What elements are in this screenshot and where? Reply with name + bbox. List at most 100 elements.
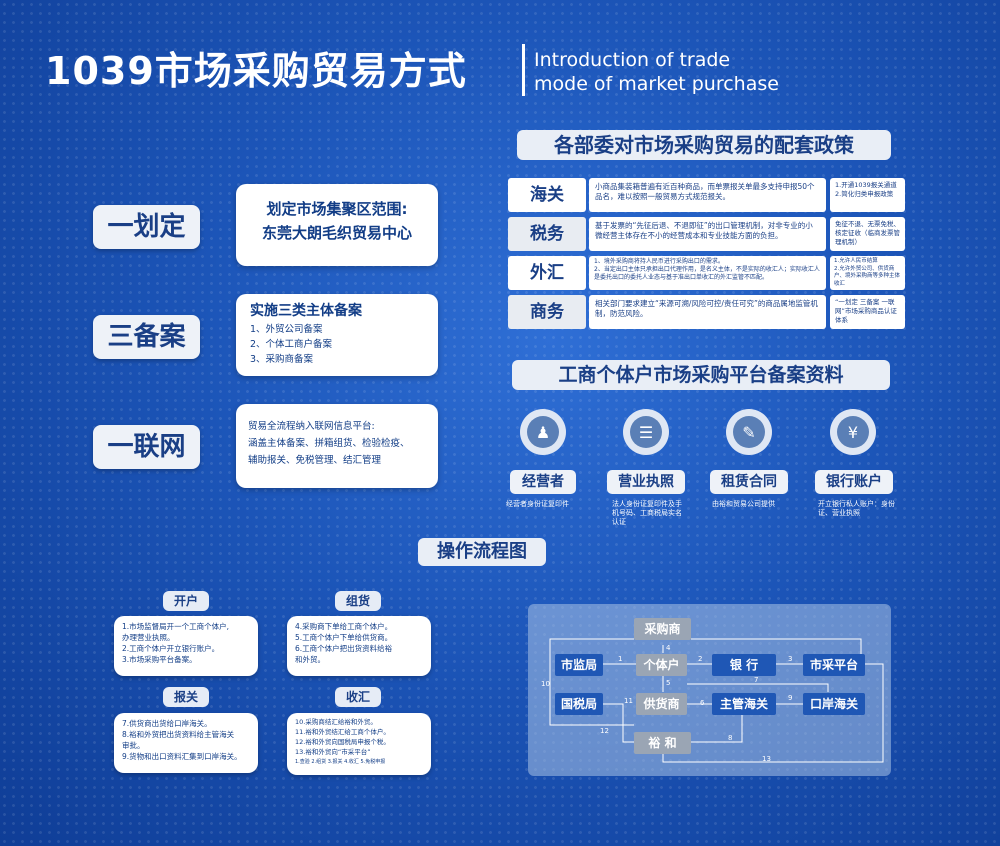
platform-item-operator: ♟ — [520, 409, 566, 455]
flow-step-collect-label: 收汇 — [335, 687, 381, 707]
network-line-1: 贸易全流程纳入联网信息平台: — [248, 421, 375, 432]
page-title: 1039市场采购贸易方式 — [45, 49, 467, 93]
flow-open-line-4: 3.市场采购平台备案。 — [122, 655, 197, 664]
connector-8 — [691, 715, 743, 743]
flow-collect-line-1: 10.采购商结汇给裕和外贸。 — [295, 718, 377, 726]
filing-line-1: 1、外贸公司备案 — [250, 324, 323, 335]
flow-group-line-1: 4.采购商下单给工商个体户。 — [295, 622, 393, 631]
card-market-scope-body: 东莞大朗毛织贸易中心 — [261, 224, 412, 242]
policy-row-tax-issue: 基于发票的“先征后退、不退即征”的出口管理机制，对非专业的小微经营主体存在不小的… — [589, 217, 826, 251]
label-yi-lianwang: 一联网 — [93, 425, 200, 469]
flow-step-collect-card: 10.采购商结汇给裕和外贸。 11.裕和外贸结汇给工商个体户。 12.裕和外贸向… — [287, 713, 431, 775]
edge-label-3: 3 — [788, 655, 793, 663]
document-list-icon: ☰ — [630, 416, 662, 448]
edge-label-5: 5 — [666, 679, 671, 687]
label-yi-huading: 一划定 — [93, 205, 200, 249]
platform-item-lease-label: 租赁合同 — [710, 470, 788, 494]
policy-row-forex-label: 外汇 — [508, 256, 586, 290]
filing-line-2: 2、个体工商户备案 — [250, 339, 333, 350]
edge-label-2: 2 — [698, 655, 703, 663]
platform-item-bank: ¥ — [830, 409, 876, 455]
person-icon-circle: ♟ — [520, 409, 566, 455]
node-customs-main: 主管海关 — [712, 693, 776, 715]
node-yuhe: 裕 和 — [634, 732, 691, 754]
node-bank: 银 行 — [712, 654, 776, 676]
platform-title: 工商个体户市场采购平台备案资料 — [512, 360, 890, 390]
flow-collect-line-3: 12.裕和外贸向国税局申报个税。 — [295, 738, 390, 746]
flow-declare-line-1: 7.供货商出货给口岸海关。 — [122, 719, 212, 728]
edge-label-4: 4 — [666, 644, 671, 652]
person-icon: ♟ — [527, 416, 559, 448]
network-line-2: 涵盖主体备案、拼箱组货、检验检疫、 — [248, 438, 410, 449]
flow-declare-line-3: 审批。 — [122, 741, 145, 750]
policy-row-forex-measure: 1.允许人民币结算 2.允许外贸公司、供货商户、境外采购商等多种主体收汇 — [830, 256, 905, 290]
edge-label-11: 11 — [624, 697, 633, 705]
platform-item-license: ☰ — [623, 409, 669, 455]
english-subtitle-line2: mode of market purchase — [534, 73, 779, 95]
flow-group-line-3: 6.工商个体户把出货资料给裕 — [295, 644, 393, 653]
policy-row-forex-issue: 1、境外采购商将持人民币进行采购出口的需求。 2、当定出口主体只承担出口代理作用… — [589, 256, 826, 290]
flow-declare-line-4: 9.货物和出口资料汇集到口岸海关。 — [122, 752, 242, 761]
platform-item-license-label: 营业执照 — [607, 470, 685, 494]
flow-collect-line-5: 1.查验 2.组货 3.报关 4.收汇 5.免税申报 — [295, 759, 386, 765]
node-tax-bureau: 国税局 — [555, 693, 603, 715]
document-list-icon-circle: ☰ — [623, 409, 669, 455]
flow-open-line-1: 1.市场监督局开一个工商个体户, — [122, 622, 230, 631]
contract-icon: ✎ — [733, 416, 765, 448]
flow-open-line-2: 办理营业执照。 — [122, 633, 175, 642]
policy-row-customs-label: 海关 — [508, 178, 586, 212]
edge-label-6: 6 — [700, 699, 705, 707]
flow-group-line-4: 和外贸。 — [295, 655, 325, 664]
flow-diagram: 采购商 市监局 个体户 银 行 市采平台 国税局 供货商 主管海关 口岸海关 裕… — [528, 604, 891, 776]
english-subtitle-line1: Introduction of trade — [534, 49, 731, 71]
node-port-customs: 口岸海关 — [803, 693, 865, 715]
contract-icon-circle: ✎ — [726, 409, 772, 455]
platform-item-operator-label: 经营者 — [510, 470, 576, 494]
card-market-scope-title: 划定市场集聚区范围: — [266, 200, 408, 218]
node-market-bureau: 市监局 — [555, 654, 603, 676]
edge-label-9: 9 — [788, 694, 793, 702]
label-san-beian: 三备案 — [93, 315, 200, 359]
flow-collect-line-4: 13.裕和外贸向“市采平台” — [295, 748, 371, 756]
platform-item-bank-sub: 开立银行私人账户：身份证、营业执照 — [818, 500, 895, 517]
card-network: 贸易全流程纳入联网信息平台: 涵盖主体备案、拼箱组货、检验检疫、 辅助报关、免税… — [236, 404, 438, 488]
node-platform: 市采平台 — [803, 654, 865, 676]
policy-title: 各部委对市场采购贸易的配套政策 — [517, 130, 891, 160]
policy-row-customs-issue: 小商品集装箱普遍有近百种商品，而单票报关单最多支持申报50个品名，难以按照一般贸… — [589, 178, 826, 212]
flow-step-open-label: 开户 — [163, 591, 209, 611]
title-divider — [522, 44, 525, 96]
card-three-filings: 实施三类主体备案 1、外贸公司备案 2、个体工商户备案 3、采购商备案 — [236, 294, 438, 376]
node-supplier: 供货商 — [636, 693, 687, 715]
edge-label-7: 7 — [754, 676, 759, 684]
policy-row-commerce-issue: 相关部门要求建立“来源可溯/风险可控/责任可究”的商品属地监管机制，防范风险。 — [589, 295, 826, 329]
policy-row-tax-label: 税务 — [508, 217, 586, 251]
edge-label-13: 13 — [762, 755, 771, 763]
flow-step-declare-label: 报关 — [163, 687, 209, 707]
platform-item-bank-label: 银行账户 — [815, 470, 893, 494]
node-buyer: 采购商 — [634, 618, 691, 640]
policy-row-customs-measure: 1.开通1039报关通道 2.简化归类申报政策 — [830, 178, 905, 212]
card-market-scope: 划定市场集聚区范围: 东莞大朗毛织贸易中心 — [236, 184, 438, 266]
connector-outer-left — [549, 638, 634, 726]
english-subtitle: Introduction of trade mode of market pur… — [534, 48, 779, 96]
platform-item-license-sub: 法人身份证复印件及手机号码、工商税局实名认证 — [612, 500, 682, 526]
node-individual: 个体户 — [636, 654, 687, 676]
policy-row-tax-measure: 免征不退、无票免税、核定征收（临商发票管理机制） — [830, 217, 905, 251]
flow-diagram-connectors — [549, 638, 884, 763]
flow-declare-line-2: 8.裕和外贸把出货资料给主管海关 — [122, 730, 235, 739]
flow-title: 操作流程图 — [418, 538, 546, 566]
connector-13 — [662, 663, 884, 763]
edge-label-8: 8 — [728, 734, 733, 742]
flow-step-declare-card: 7.供货商出货给口岸海关。 8.裕和外贸把出货资料给主管海关 审批。 9.货物和… — [114, 713, 258, 773]
network-line-3: 辅助报关、免税管理、结汇管理 — [248, 455, 382, 466]
policy-row-commerce-label: 商务 — [508, 295, 586, 329]
flow-collect-line-2: 11.裕和外贸结汇给工商个体户。 — [295, 728, 390, 736]
flow-step-open-card: 1.市场监督局开一个工商个体户, 办理营业执照。 2.工商个体户开立银行账户。 … — [114, 616, 258, 676]
platform-item-lease-sub: 由裕和贸易公司提供 — [712, 500, 775, 508]
edge-label-10: 10 — [541, 680, 550, 688]
connector-7 — [687, 683, 829, 692]
connector-12 — [603, 703, 634, 743]
platform-item-lease: ✎ — [726, 409, 772, 455]
yen-coin-icon-circle: ¥ — [830, 409, 876, 455]
